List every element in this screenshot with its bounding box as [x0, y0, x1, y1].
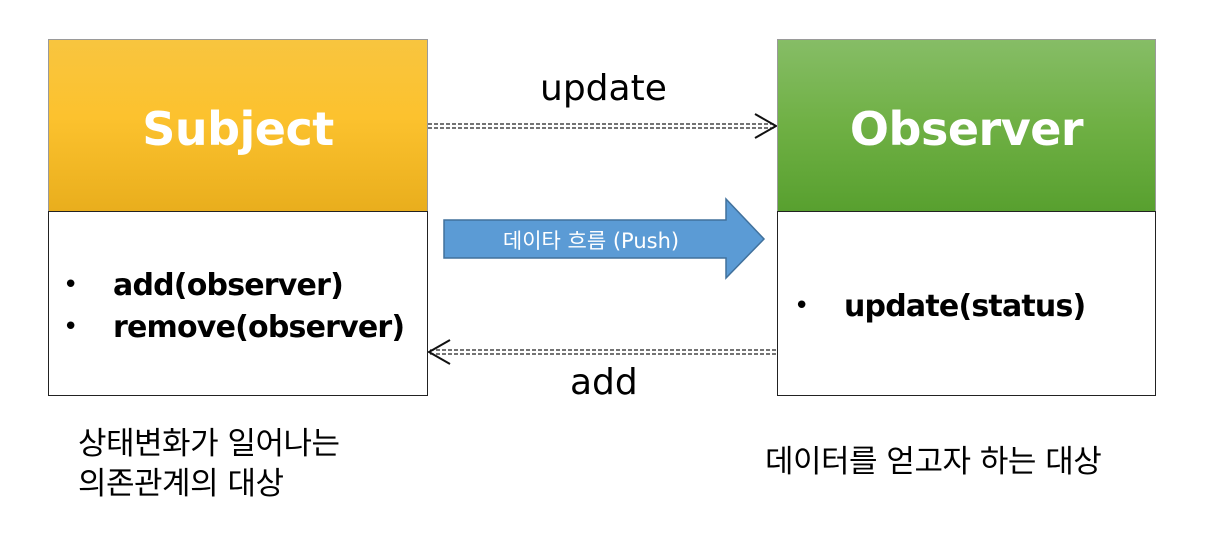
subject-caption: 상태변화가 일어나는 의존관계의 대상 — [78, 424, 340, 504]
push-arrow-shape — [443, 197, 766, 280]
update-arrow-label: update — [540, 68, 667, 109]
subject-methods-box: • add(observer) • remove(observer) — [48, 211, 428, 396]
observer-methods-box: • update(status) — [777, 211, 1156, 396]
method-label: add(observer) — [113, 267, 344, 303]
bullet-icon: • — [794, 291, 809, 321]
method-update: • update(status) — [794, 285, 1086, 327]
observer-header: Observer — [777, 39, 1156, 212]
subject-method-list: • add(observer) • remove(observer) — [63, 264, 405, 348]
method-add: • add(observer) — [63, 264, 404, 306]
subject-title: Subject — [142, 101, 334, 156]
add-arrow-label: add — [570, 362, 638, 403]
subject-header: Subject — [48, 39, 428, 212]
bullet-icon: • — [63, 312, 78, 342]
observer-caption: 데이터를 얻고자 하는 대상 — [765, 444, 1102, 480]
observer-title: Observer — [849, 101, 1084, 156]
bullet-icon: • — [63, 270, 78, 300]
subject-caption-line-1: 상태변화가 일어나는 — [78, 426, 340, 462]
add-arrow — [426, 339, 777, 365]
update-arrow — [428, 113, 779, 139]
subject-caption-line-2: 의존관계의 대상 — [78, 466, 284, 502]
observer-method-list: • update(status) — [794, 285, 1086, 327]
push-arrow-label: 데이타 흐름 (Push) — [502, 229, 680, 253]
method-label: remove(observer) — [113, 309, 405, 345]
method-remove: • remove(observer) — [63, 306, 405, 348]
method-label: update(status) — [844, 288, 1086, 324]
